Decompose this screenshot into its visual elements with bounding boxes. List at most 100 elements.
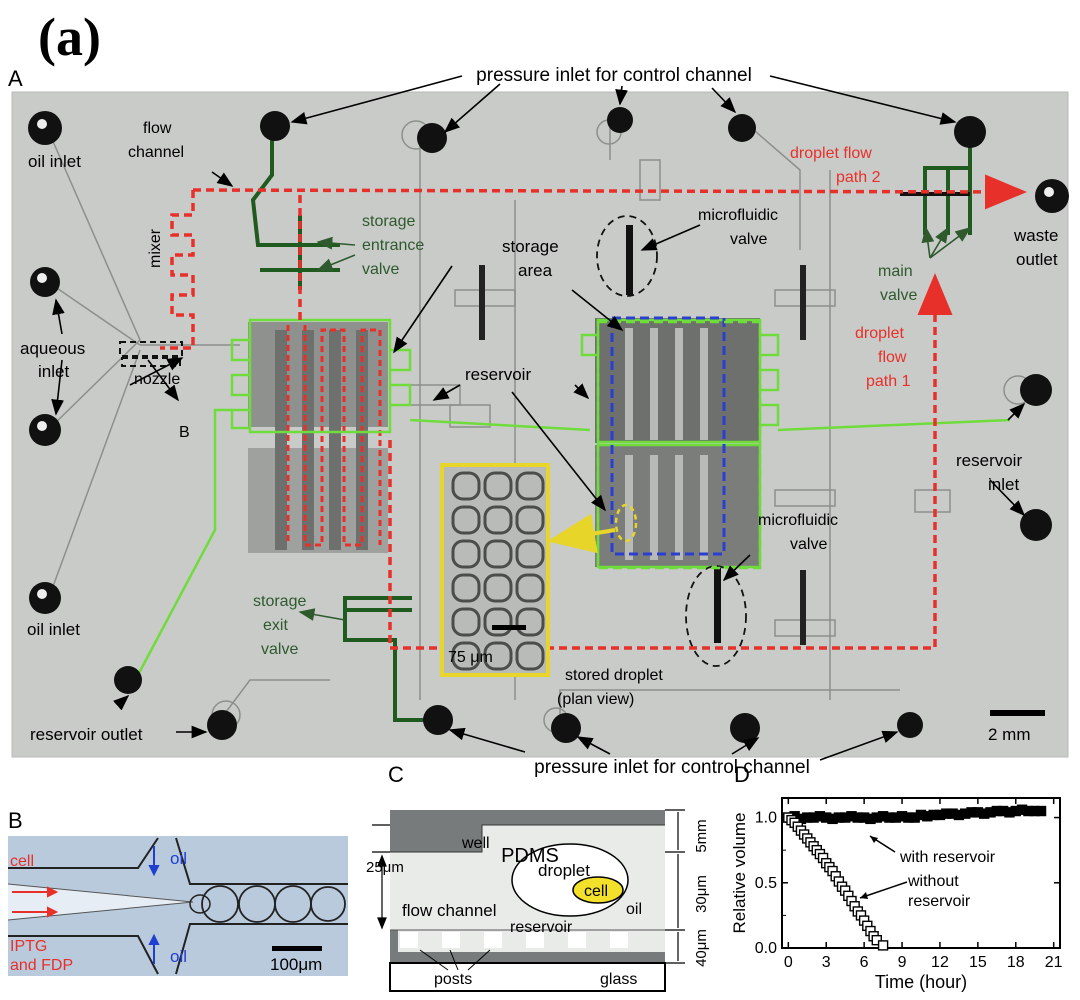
label-waste-outlet-2: outlet (1016, 250, 1058, 269)
label-mixer: mixer (147, 228, 164, 268)
panel-letter-b: B (8, 808, 23, 833)
x-tick-label: 21 (1045, 954, 1063, 971)
x-tick-label: 15 (969, 954, 987, 971)
x-tick-label: 3 (822, 954, 831, 971)
ports (28, 107, 1069, 743)
c-label-glass: glass (600, 971, 637, 988)
label-storage-exit-3: valve (261, 641, 298, 658)
left-storage-array (248, 322, 388, 553)
label-reservoir-inlet-1: reservoir (956, 451, 1022, 470)
label-stored-droplet-1: stored droplet (565, 667, 663, 684)
label-arrows (51, 75, 1026, 761)
x-tick-label: 12 (931, 954, 949, 971)
label-storage-exit-2: exit (263, 617, 288, 634)
label-droplet-path1-3: path 1 (866, 373, 911, 390)
panel-d-volume-chart: 0 3 6 9 12 15 18 21 0.0 0.5 1.0 Time (hour) Relat… (730, 797, 1063, 992)
label-inset-scale: 75 μm (448, 649, 493, 666)
c-label-pdms: PDMS (501, 845, 559, 867)
label-oil-inlet-top: oil inlet (28, 152, 81, 171)
annotation-without-1: without (907, 873, 959, 890)
label-microfluidic-valve-bottom-2: valve (790, 536, 827, 553)
y-axis-label: Relative volume (730, 813, 749, 934)
c-label-25um: 25μm (366, 859, 404, 876)
label-droplet-path1-2: flow (878, 349, 907, 366)
microfluidic-valve-top-circle (596, 215, 658, 297)
label-reservoir-outlet: reservoir outlet (30, 725, 143, 744)
annotation-without-2: reservoir (908, 893, 971, 910)
mixer-path (160, 190, 195, 350)
label-storage-entrance-3: valve (362, 261, 399, 278)
x-ticks: 0 3 6 9 12 15 18 21 (784, 798, 1063, 971)
label-reservoir: reservoir (465, 365, 531, 384)
x-tick-label: 9 (898, 954, 907, 971)
droplet-flow-path-1 (388, 273, 953, 650)
label-flow-channel-1: flow (143, 120, 172, 137)
b-label-iptg-1: IPTG (10, 938, 47, 955)
y-ticks: 0.0 0.5 1.0 (755, 810, 1060, 957)
panel-b-nozzle-micrograph: cell oil oil IPTG and FDP 100μm (8, 836, 348, 976)
label-droplet-path1-1: droplet (855, 325, 904, 342)
panel-a-chip-diagram: pressure inlet for control channel press… (11, 65, 1069, 778)
panel-letter-a: A (8, 66, 23, 91)
x-tick-label: 6 (860, 954, 869, 971)
without-reservoir-point (871, 934, 882, 946)
b-label-oil-top: oil (170, 849, 187, 868)
label-main-valve-1: main (878, 263, 913, 280)
y-tick-label: 0.5 (755, 875, 777, 892)
label-aqueous-inlet-1: aqueous (20, 339, 85, 358)
right-storage-array (595, 318, 760, 567)
b-label-scale: 100μm (270, 955, 322, 974)
plot-frame (781, 797, 1061, 949)
label-flow-channel-2: channel (128, 144, 184, 161)
b-label-oil-bottom: oil (170, 947, 187, 966)
c-label-30um: 30μm (693, 875, 710, 913)
c-label-oil: oil (626, 901, 642, 918)
without-reservoir-point (877, 940, 889, 951)
with-reservoir-point (1035, 805, 1047, 817)
y-tick-label: 0.0 (755, 940, 777, 957)
label-storage-entrance-1: storage (362, 213, 415, 230)
stored-droplet-inset (440, 463, 550, 677)
storage-area-box (610, 316, 726, 556)
label-scale-bar: 2 mm (988, 725, 1031, 744)
annotation-with-reservoir: with reservoir (899, 849, 996, 866)
series-without-reservoir (783, 812, 889, 951)
microfluidic-valve-bottom-circle (685, 565, 747, 667)
c-label-40um: 40μm (693, 929, 710, 967)
label-storage-entrance-2: entrance (362, 237, 424, 254)
x-tick-label: 0 (784, 954, 793, 971)
b-label-cell: cell (10, 853, 34, 870)
label-stored-droplet-2: (plan view) (557, 691, 634, 708)
c-label-reservoir: reservoir (510, 919, 573, 936)
label-storage-area-1: storage (502, 237, 559, 256)
x-axis-label: Time (hour) (875, 972, 967, 992)
label-b-marker: B (179, 424, 190, 441)
y-tick-label: 1.0 (755, 810, 777, 827)
panel-letter-d: D (734, 762, 750, 787)
storage-outer-box (596, 320, 762, 570)
label-droplet-path2-1: droplet flow (790, 145, 872, 162)
panel-letter-c: C (388, 762, 404, 787)
label-nozzle: nozzle (134, 371, 180, 388)
label-droplet-path2-2: path 2 (836, 169, 881, 186)
label-aqueous-inlet-2: inlet (38, 362, 69, 381)
red-storage-serpentine (286, 325, 382, 547)
scale-bar (990, 710, 1045, 716)
c-label-5mm: 5mm (693, 819, 710, 852)
c-label-well: well (461, 835, 490, 852)
figure-tag: (a) (38, 7, 101, 67)
c-label-flow-channel: flow channel (402, 901, 497, 920)
c-label-droplet: droplet (538, 861, 590, 880)
panel-c-cross-section: PDMS well droplet cell oil flow channel … (366, 809, 710, 992)
b-label-iptg-2: and FDP (10, 957, 73, 974)
black-valves (479, 192, 970, 645)
c-label-posts: posts (434, 971, 472, 988)
label-storage-area-2: area (518, 261, 553, 280)
label-waste-outlet-1: waste (1013, 226, 1058, 245)
label-reservoir-inlet-2: inlet (988, 475, 1019, 494)
label-pressure-inlet-top: pressure inlet for control channel (476, 65, 752, 86)
label-microfluidic-valve-top-1: microfluidic (698, 207, 778, 224)
label-microfluidic-valve-top-2: valve (730, 231, 767, 248)
label-main-valve-2: valve (880, 287, 917, 304)
x-tick-label: 18 (1007, 954, 1025, 971)
